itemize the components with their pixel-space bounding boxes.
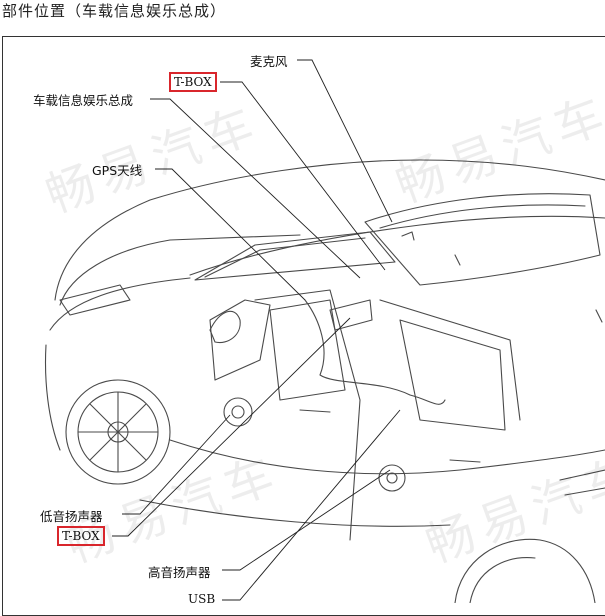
page-title: 部件位置（车载信息娱乐总成） bbox=[2, 2, 227, 20]
callout-tbox-top: T-BOX bbox=[169, 72, 217, 92]
callout-tbox-bottom: T-BOX bbox=[57, 526, 105, 546]
callout-woofer: 低音扬声器 bbox=[40, 509, 103, 524]
callout-tweeter: 高音扬声器 bbox=[148, 565, 211, 580]
callout-infotainment-assembly: 车载信息娱乐总成 bbox=[33, 93, 134, 108]
callout-microphone: 麦克风 bbox=[250, 54, 288, 69]
callout-usb: USB bbox=[188, 592, 216, 606]
callout-gps-antenna: GPS天线 bbox=[92, 163, 143, 178]
vehicle-illustration bbox=[44, 59, 605, 603]
